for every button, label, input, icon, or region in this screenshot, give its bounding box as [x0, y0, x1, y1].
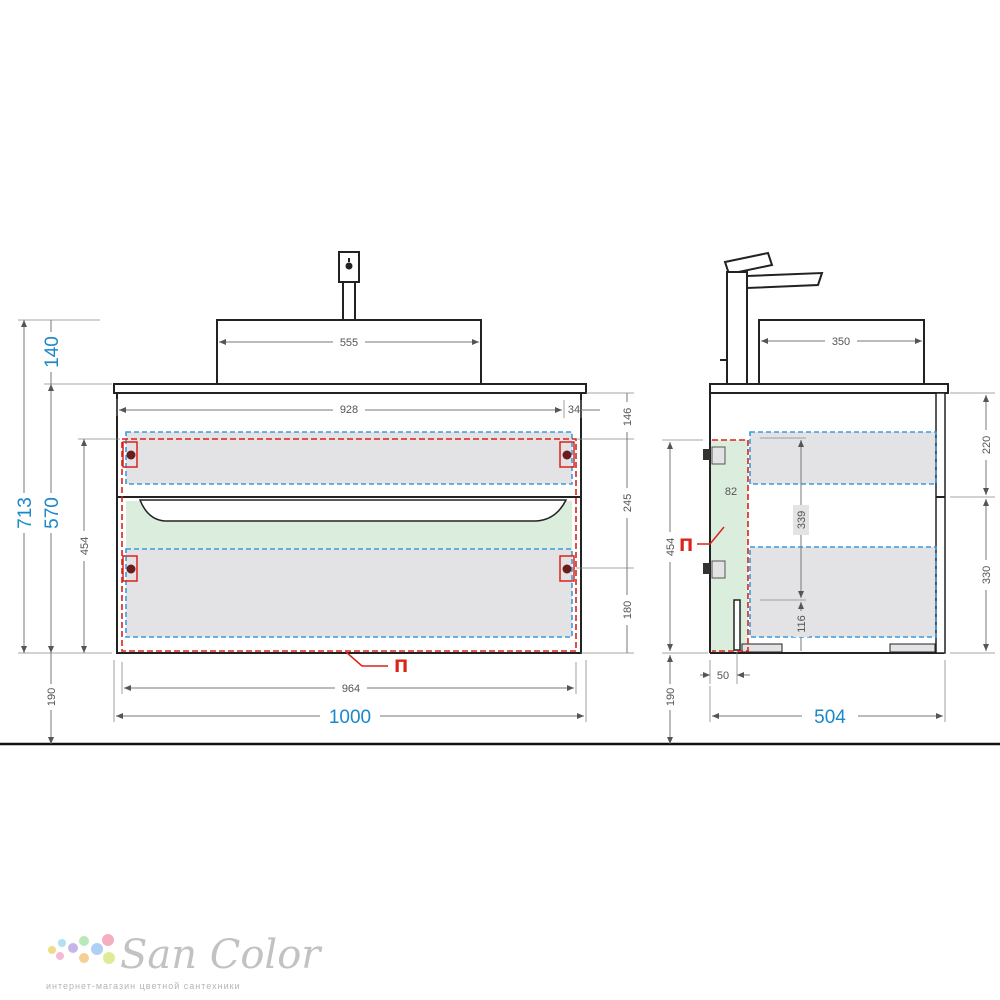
svg-text:220: 220: [981, 436, 993, 454]
svg-text:82: 82: [725, 486, 737, 498]
svg-text:339: 339: [796, 511, 808, 529]
dim-total-width: 1000: [113, 660, 587, 728]
dim-front-mounting-height: 454: [76, 438, 120, 653]
dim-countertop-inner: 928: [116, 399, 562, 417]
front-mark-label: П: [394, 657, 408, 677]
svg-text:1000: 1000: [329, 707, 371, 728]
brand-logo: San Color интернет-магазин цветной санте…: [46, 932, 323, 991]
dim-basin-depth: 350: [761, 334, 922, 348]
svg-text:454: 454: [79, 537, 91, 555]
svg-text:555: 555: [340, 337, 358, 349]
dim-basin-height: 140: [42, 336, 63, 368]
svg-text:190: 190: [665, 688, 677, 706]
dim-side-floor-clearance: 190: [663, 655, 677, 744]
side-view: П 350 220 330 82: [662, 251, 995, 744]
dim-service-gap: 82: [720, 484, 742, 498]
svg-text:350: 350: [832, 336, 850, 348]
dim-wall-offset: 50: [700, 652, 750, 684]
dim-left-stack: 713 570 140: [12, 319, 112, 654]
dim-total-depth: 504: [709, 660, 946, 728]
front-mounting-area: [121, 438, 577, 652]
side-faucet: [720, 251, 824, 389]
svg-text:180: 180: [622, 601, 634, 619]
front-view: П 555 928 34 146: [12, 251, 635, 744]
brand-tagline: интернет-магазин цветной сантехники: [46, 981, 241, 991]
svg-text:116: 116: [796, 615, 808, 633]
side-mark-label: П: [679, 536, 693, 556]
svg-text:50: 50: [717, 670, 729, 682]
svg-text:454: 454: [665, 538, 677, 556]
front-basin: [216, 319, 482, 385]
svg-text:964: 964: [342, 683, 360, 695]
svg-text:928: 928: [340, 404, 358, 416]
svg-text:330: 330: [981, 566, 993, 584]
dim-side-mounting-height: 454: [662, 439, 708, 654]
front-faucet: [338, 251, 360, 321]
dim-countertop-offset: 34: [563, 400, 600, 418]
dim-cabinet-height: 570: [42, 497, 63, 529]
svg-text:190: 190: [46, 688, 58, 706]
dim-side-right-stack: 220 330: [950, 392, 995, 654]
front-countertop: [113, 383, 587, 394]
svg-text:34: 34: [568, 404, 580, 416]
siphon-cutout: [138, 499, 568, 522]
dim-basin-width: 555: [219, 335, 479, 349]
dim-total-height: 713: [15, 497, 36, 529]
side-basin: [758, 319, 925, 385]
dim-right-stack: 146 245 180: [576, 392, 635, 654]
svg-text:146: 146: [622, 408, 634, 426]
side-brackets: [703, 446, 726, 579]
dim-front-floor-clearance: 190: [44, 653, 58, 744]
svg-text:245: 245: [622, 494, 634, 512]
svg-text:504: 504: [814, 707, 846, 728]
dim-plinth-height: 116: [793, 602, 809, 651]
dim-drawer-inner-height: 339: [760, 437, 809, 601]
brand-name: San Color: [120, 932, 323, 978]
front-brackets: [122, 441, 575, 582]
dim-inner-width: 964: [121, 662, 577, 695]
